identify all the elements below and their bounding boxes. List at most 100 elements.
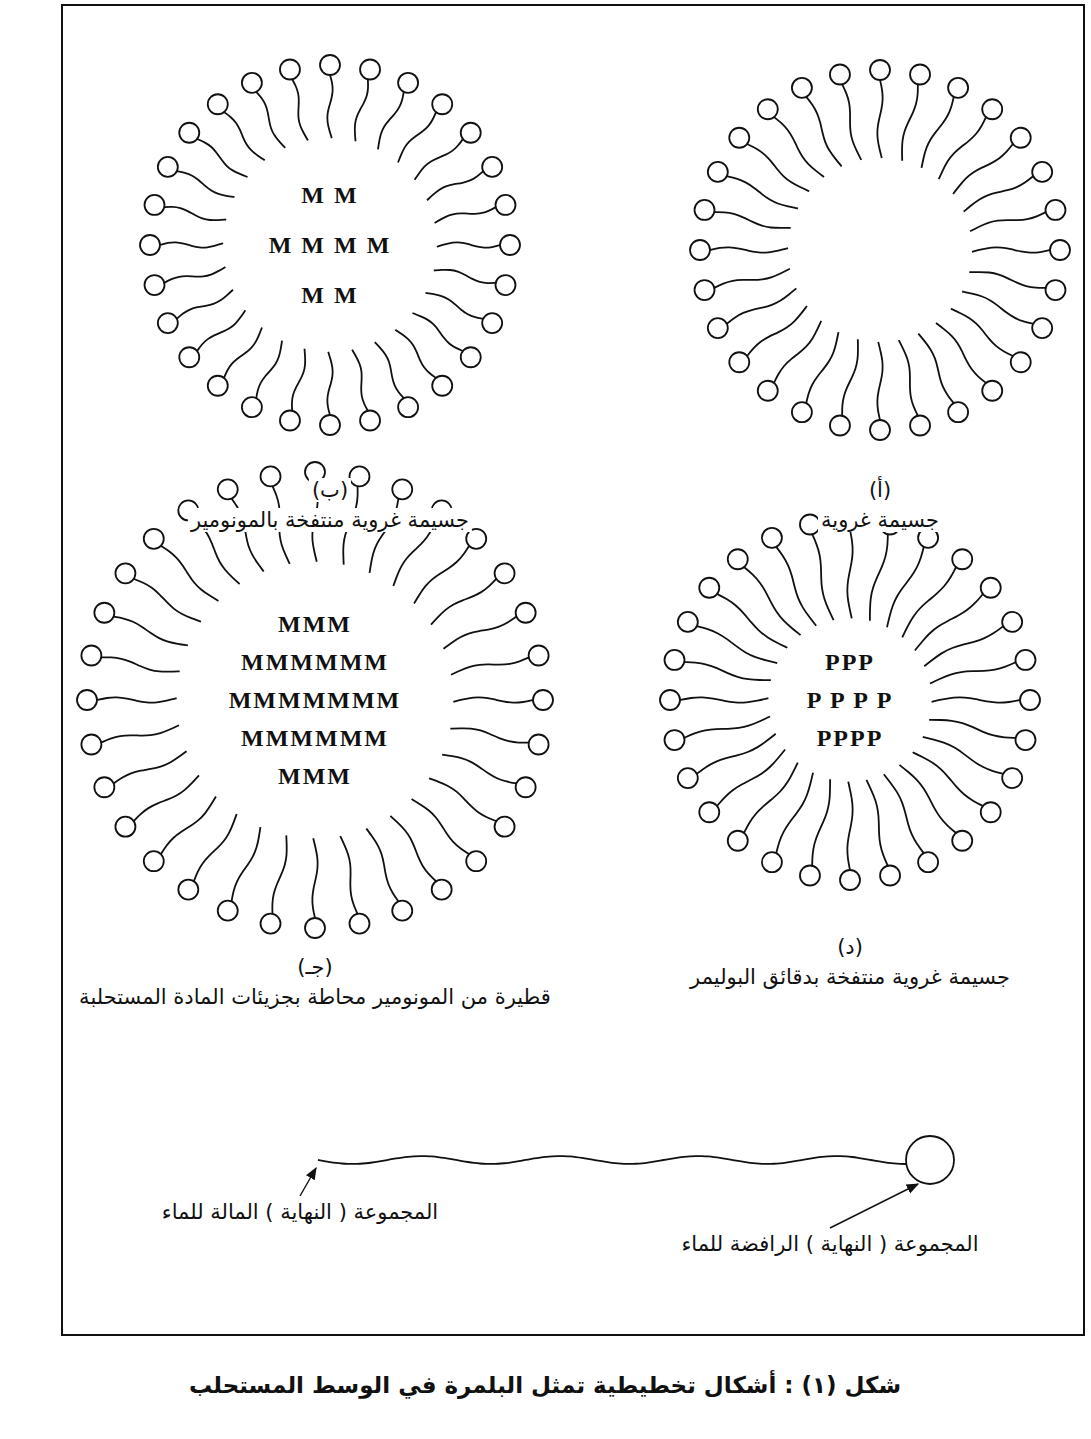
hydrophilic-head [115, 817, 135, 837]
hydrophilic-head [179, 347, 199, 367]
hydrophobic-tail [442, 755, 516, 784]
hydrophobic-tail [398, 112, 436, 162]
hydrophobic-tail [936, 323, 986, 383]
hydrophilic-head [261, 466, 281, 486]
hydrophilic-head [880, 865, 900, 885]
hydrophilic-head [360, 60, 380, 80]
hydrophilic-head [392, 901, 412, 921]
hydrophobic-tail [256, 92, 285, 148]
particle-letters: MMM [229, 605, 402, 643]
hydrophilic-head [762, 852, 782, 872]
hydrophilic-head [729, 352, 749, 372]
hydrophilic-head [158, 157, 178, 177]
hydrophilic-head [708, 162, 728, 182]
hydrophilic-head [280, 410, 300, 430]
particle-letters: M M M M [269, 220, 392, 270]
micelle-particle: M MM M M MM M [134, 49, 526, 441]
hydrophobic-tail [292, 79, 308, 140]
hydrophilic-head [158, 313, 178, 333]
hydrophobic-tail [842, 339, 858, 415]
hydrophilic-head [952, 549, 972, 569]
hydrophobic-tail [390, 816, 436, 881]
hydrophobic-tail [194, 814, 237, 881]
micelle-particle: PPPP P P PPPPP [654, 504, 1046, 896]
hydrophilic-head [242, 397, 262, 417]
hydrophobic-tail [847, 530, 852, 618]
hydrophobic-tail [97, 697, 177, 702]
monomer-fill: MMMMMMMMMMMMMMMMMMMMMMMMM [229, 605, 402, 795]
hydrophilic-head [218, 901, 238, 921]
hydrophobic-tail [437, 242, 500, 247]
hydrophobic-tail [352, 350, 368, 411]
hydrophilic-head [398, 73, 418, 93]
hydrophilic-head [349, 466, 369, 486]
hydrophobic-tail [930, 662, 1016, 683]
hydrophobic-tail [114, 617, 188, 646]
hydrophilic-head [840, 870, 860, 890]
hydrophilic-head [398, 397, 418, 417]
hydrophilic-head [495, 195, 515, 215]
hydrophilic-head [690, 240, 710, 260]
figure-letter: (د) [834, 935, 866, 959]
hydrophobic-tail [913, 752, 983, 806]
hydrophobic-tail [426, 293, 484, 319]
hydrophilic-head [461, 123, 481, 143]
hydrophilic-head [870, 60, 890, 80]
hydrophilic-head [140, 235, 160, 255]
hydrophilic-head [981, 578, 1001, 598]
hydrophobic-tail [395, 330, 436, 378]
hydrophilic-head [529, 646, 549, 666]
hydrophobic-tail [887, 547, 924, 627]
hydrophilic-head [665, 730, 685, 750]
hydrophilic-head [466, 851, 486, 871]
hydrophobic-tail [114, 751, 187, 783]
surfactant-molecule [318, 1136, 954, 1184]
hydrophilic-head [145, 195, 165, 215]
hydrophilic-head [678, 768, 698, 788]
hydrophobic-tail [161, 546, 219, 601]
hydrophilic-head [94, 777, 114, 797]
hydrophilic-head [981, 802, 1001, 822]
hydrophobic-tail [717, 594, 787, 648]
hydrophobic-tail [451, 657, 529, 674]
hydrophobic-tail [924, 626, 1003, 666]
hydrophilic-head [695, 280, 715, 300]
tail-line [318, 1156, 906, 1164]
hydrophobic-tail [292, 349, 305, 411]
hydrophobic-tail [902, 84, 918, 160]
hydrophilic-head [179, 123, 199, 143]
hydrophobic-tail [134, 579, 201, 622]
hydrophilic-head [708, 318, 728, 338]
hydrophilic-head [699, 578, 719, 598]
particle-letters: PPPP [807, 719, 894, 757]
hydrophobic-tail [710, 247, 788, 252]
leader-arrow [300, 1168, 316, 1196]
hydrophilic-head [660, 690, 680, 710]
hydrophilic-head [516, 777, 536, 797]
hydrophilic-head [1002, 768, 1022, 788]
hydrophilic-head [678, 612, 698, 632]
hydrophilic-head [349, 914, 369, 934]
hydrophilic-head [729, 128, 749, 148]
hydrophobic-tail [806, 332, 838, 403]
hydrophilic-head [830, 65, 850, 85]
hydrophobic-tail [427, 171, 483, 200]
hydrophobic-tail [429, 778, 496, 821]
hydrophilic-head [495, 275, 515, 295]
hydrophilic-head [500, 235, 520, 255]
hydrophilic-head [495, 817, 515, 837]
hydrophilic-head [910, 415, 930, 435]
hydrophobic-tail [932, 697, 1020, 702]
hydrophobic-tail [435, 207, 496, 223]
hydrophilic-head [529, 734, 549, 754]
hydrophobic-tail [877, 342, 882, 420]
hydrophilic-head [461, 347, 481, 367]
hydrophilic-head [432, 376, 452, 396]
hydrophobic-tail [962, 292, 1033, 324]
monomer-fill: M MM M M MM M [269, 170, 392, 320]
hydrophobic-tail [415, 139, 463, 180]
hydrophilic-head [1032, 318, 1052, 338]
particle-letters: MMMMMM [229, 719, 402, 757]
hydrophilic-head [952, 831, 972, 851]
hydrophobic-tail [953, 144, 1013, 194]
